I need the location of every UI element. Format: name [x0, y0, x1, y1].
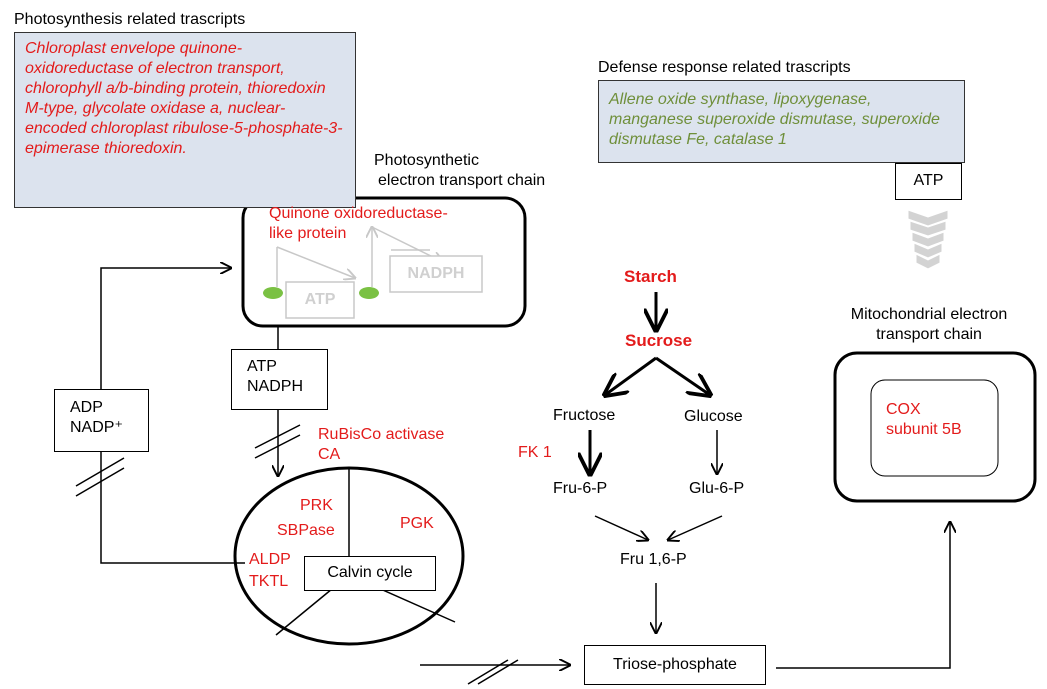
sucrose-label: Sucrose: [625, 331, 693, 350]
aldp-label: ALDP: [249, 551, 291, 568]
adp-nadp-box: ADP NADP⁺: [54, 389, 149, 452]
sbpase-label: SBPase: [277, 522, 335, 539]
defense-transcripts-box: Allene oxide synthase, lipoxygenase, man…: [598, 80, 965, 163]
petc-atp-label: ATP: [304, 291, 336, 308]
photosynthesis-transcripts-box: Chloroplast envelope quinone-oxidoreduct…: [14, 32, 356, 208]
starch-label: Starch: [624, 267, 677, 286]
rubisco-activase-text: RuBisCo activase: [318, 426, 445, 443]
mito-title-line1: Mitochondrial electron: [850, 306, 1008, 323]
nadp-line: NADP⁺: [70, 419, 123, 436]
triose-to-mito-arrow: [776, 522, 950, 669]
glu6p-label: Glu-6-P: [689, 480, 745, 497]
grey-chevron-arrow: [907, 209, 949, 270]
atp-nadph-box: ATP NADPH: [231, 349, 328, 410]
quinone-label: Quinone oxidoreductase- like protein: [269, 204, 448, 244]
fructose-label: Fructose: [553, 407, 616, 424]
pgk-label: PGK: [400, 515, 434, 532]
cox-box: [870, 379, 999, 477]
mito-title-line2: transport chain: [876, 326, 982, 343]
triose-phosphate-box: Triose-phosphate: [584, 645, 766, 685]
petc-title-line1: Photosynthetic: [374, 152, 479, 169]
fru6p-label: Fru-6-P: [553, 480, 608, 497]
prk-label: PRK: [300, 497, 333, 514]
glucose-label: Glucose: [684, 408, 743, 425]
fru16p-label: Fru 1,6-P: [620, 551, 687, 568]
petc-internal-arrows: [276, 227, 483, 319]
fk1-label: FK 1: [518, 444, 552, 461]
mito-atp-box: ATP: [895, 163, 962, 200]
petc-title: Photosynthetic electron transport chain: [374, 151, 545, 191]
adp-line: ADP: [70, 399, 103, 416]
quinone-line2: like protein: [269, 225, 347, 242]
cox-label: COX subunit 5B: [886, 400, 962, 440]
petc-nadph-label: NADPH: [407, 265, 465, 282]
petc-title-line2: electron transport chain: [378, 172, 546, 189]
cox-line1: COX: [886, 401, 921, 418]
atp-nadph-line1: ATP: [247, 358, 277, 375]
defense-header: Defense response related trascripts: [598, 59, 851, 76]
photosynthesis-header: Photosynthesis related trascripts: [14, 11, 246, 28]
atp-nadph-line2: NADPH: [247, 378, 304, 395]
mito-title: Mitochondrial electron transport chain: [834, 305, 1024, 345]
green-oval-right: [359, 287, 379, 299]
ca-text: CA: [318, 446, 341, 463]
calvin-cycle-box: Calvin cycle: [304, 556, 436, 591]
green-oval-left: [263, 287, 283, 299]
quinone-line1: Quinone oxidoreductase-: [269, 205, 448, 222]
tktl-label: TKTL: [249, 573, 289, 590]
rubisco-label: RuBisCo activase CA: [318, 425, 444, 465]
cox-line2: subunit 5B: [886, 421, 962, 438]
